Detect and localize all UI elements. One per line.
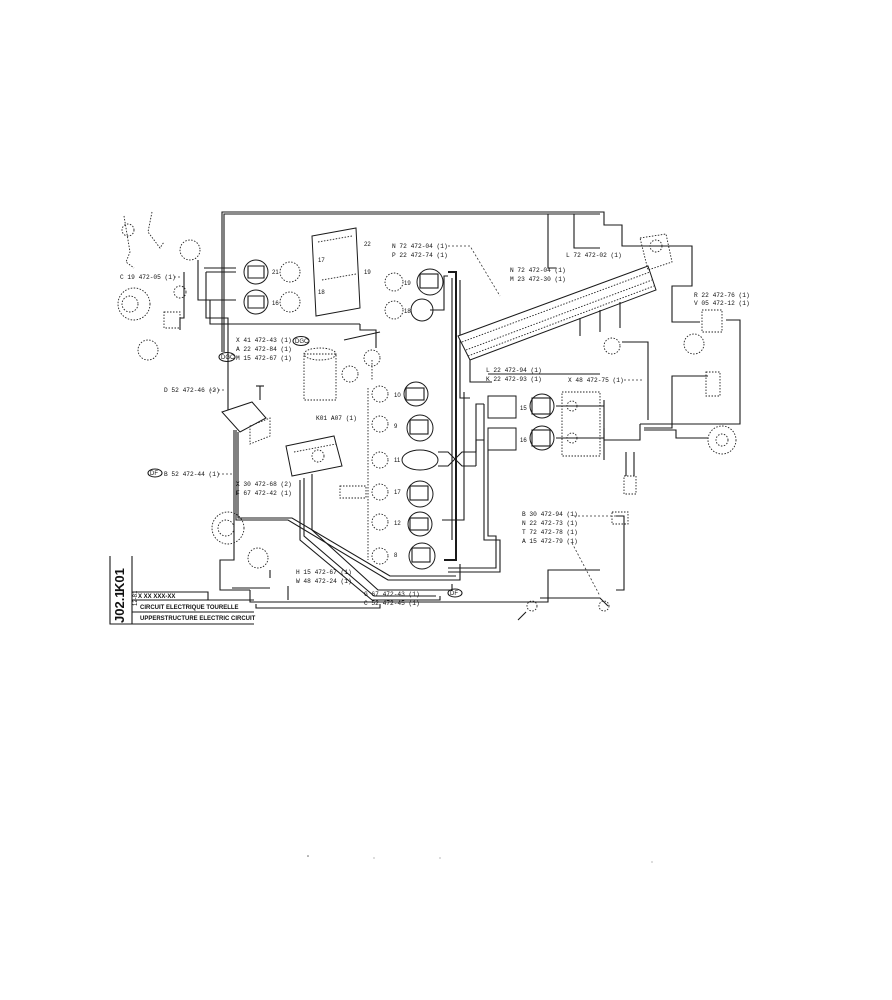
bottom-left-components xyxy=(211,511,271,589)
part-label: G 67 472-43 (1) xyxy=(364,591,420,598)
part-label: M 15 472-67 (1) xyxy=(236,355,292,362)
part-label: N 72 472-04 (1) xyxy=(392,243,448,250)
component-number: 10 xyxy=(394,393,401,399)
part-label: T 72 472-78 (1) xyxy=(522,529,578,536)
relay-column: 19 18 10 9 11 17 12 8 xyxy=(339,268,448,570)
part-label: F 67 472-42 (1) xyxy=(236,490,292,497)
part-labels: C 19 472-05 (1) X 41 472-43 (1) A 22 472… xyxy=(120,243,750,607)
component-number: 18 xyxy=(318,290,325,296)
part-label: K 22 472-93 (1) xyxy=(486,376,542,383)
badge-df-2: DF xyxy=(450,591,458,597)
part-label: A 15 472-79 (1) xyxy=(522,538,578,545)
component-number: 22 xyxy=(364,242,371,248)
tank-assembly xyxy=(303,331,381,401)
component-number: 9 xyxy=(394,424,398,430)
badge-dgc-2: DGC xyxy=(295,339,309,345)
part-label: C 19 472-05 (1) xyxy=(120,274,176,281)
component-number: 18 xyxy=(404,309,411,315)
terminal-rail xyxy=(457,265,657,383)
sheet-date: 12-81 xyxy=(133,590,139,606)
part-label: B 30 472-94 (1) xyxy=(522,511,578,518)
right-components xyxy=(517,233,737,621)
part-label: L 72 472-02 (1) xyxy=(566,252,622,259)
component-number: 8 xyxy=(394,553,398,559)
part-label: B 52 472-44 (1) xyxy=(164,471,220,478)
component-number: 16 xyxy=(272,301,279,307)
part-label: P 22 472-74 (1) xyxy=(392,252,448,259)
title-english: UPPERSTRUCTURE ELECTRIC CIRCUIT xyxy=(140,616,256,622)
sheet-code-2: J02.1 xyxy=(112,590,127,623)
part-label: L 22 472-94 (1) xyxy=(486,367,542,374)
sheet-code-1: K01 xyxy=(112,568,127,592)
title-block: K01 J02.1 X XX XXX-XX 12-81 CIRCUIT ELEC… xyxy=(109,556,256,625)
reference-number: X XX XXX-XX xyxy=(138,594,175,600)
part-label: M 23 472-30 (1) xyxy=(510,276,566,283)
component-number: 16 xyxy=(520,438,527,444)
badge-df: DF xyxy=(150,471,158,477)
component-number: 17 xyxy=(318,258,325,264)
badges: DGC DGC DF DF xyxy=(147,335,463,598)
component-number: 15 xyxy=(520,406,527,412)
component-number: 17 xyxy=(394,490,401,496)
part-label: X 30 472-68 (2) xyxy=(236,481,292,488)
part-label: A 22 472-84 (1) xyxy=(236,346,292,353)
component-number: 19 xyxy=(364,270,371,276)
component-number: 19 xyxy=(404,281,411,287)
valve-block-left xyxy=(221,385,343,477)
scan-specks xyxy=(307,855,653,863)
part-label: K01 A07 (1) xyxy=(316,415,357,422)
part-label: X 41 472-43 (1) xyxy=(236,337,292,344)
relays-right: 15 16 xyxy=(487,391,604,457)
part-label: D 52 472-46 (2) xyxy=(164,387,220,394)
component-number: 21 xyxy=(272,270,279,276)
component-number: 12 xyxy=(394,521,401,527)
title-french: CIRCUIT ELECTRIQUE TOURELLE xyxy=(140,605,239,611)
part-label: W 48 472-24 (1) xyxy=(296,578,352,585)
component-number: 11 xyxy=(394,458,401,464)
part-label: V 05 472-12 (1) xyxy=(694,300,750,307)
part-label: R 22 472-76 (1) xyxy=(694,292,750,299)
relay-coils-left: 21 16 xyxy=(243,259,301,315)
badge-dgc: DGC xyxy=(221,355,235,361)
part-label: H 15 472-67 (1) xyxy=(296,569,352,576)
part-label: N 22 472-73 (1) xyxy=(522,520,578,527)
control-cabinet: 22 17 19 18 xyxy=(311,227,371,317)
part-label: X 48 472-75 (1) xyxy=(568,377,624,384)
part-label: N 72 472-04 (1) xyxy=(510,267,566,274)
left-top-components xyxy=(117,211,201,361)
part-label: C 52 472-45 (1) xyxy=(364,600,420,607)
main-harness-wires xyxy=(179,211,741,609)
